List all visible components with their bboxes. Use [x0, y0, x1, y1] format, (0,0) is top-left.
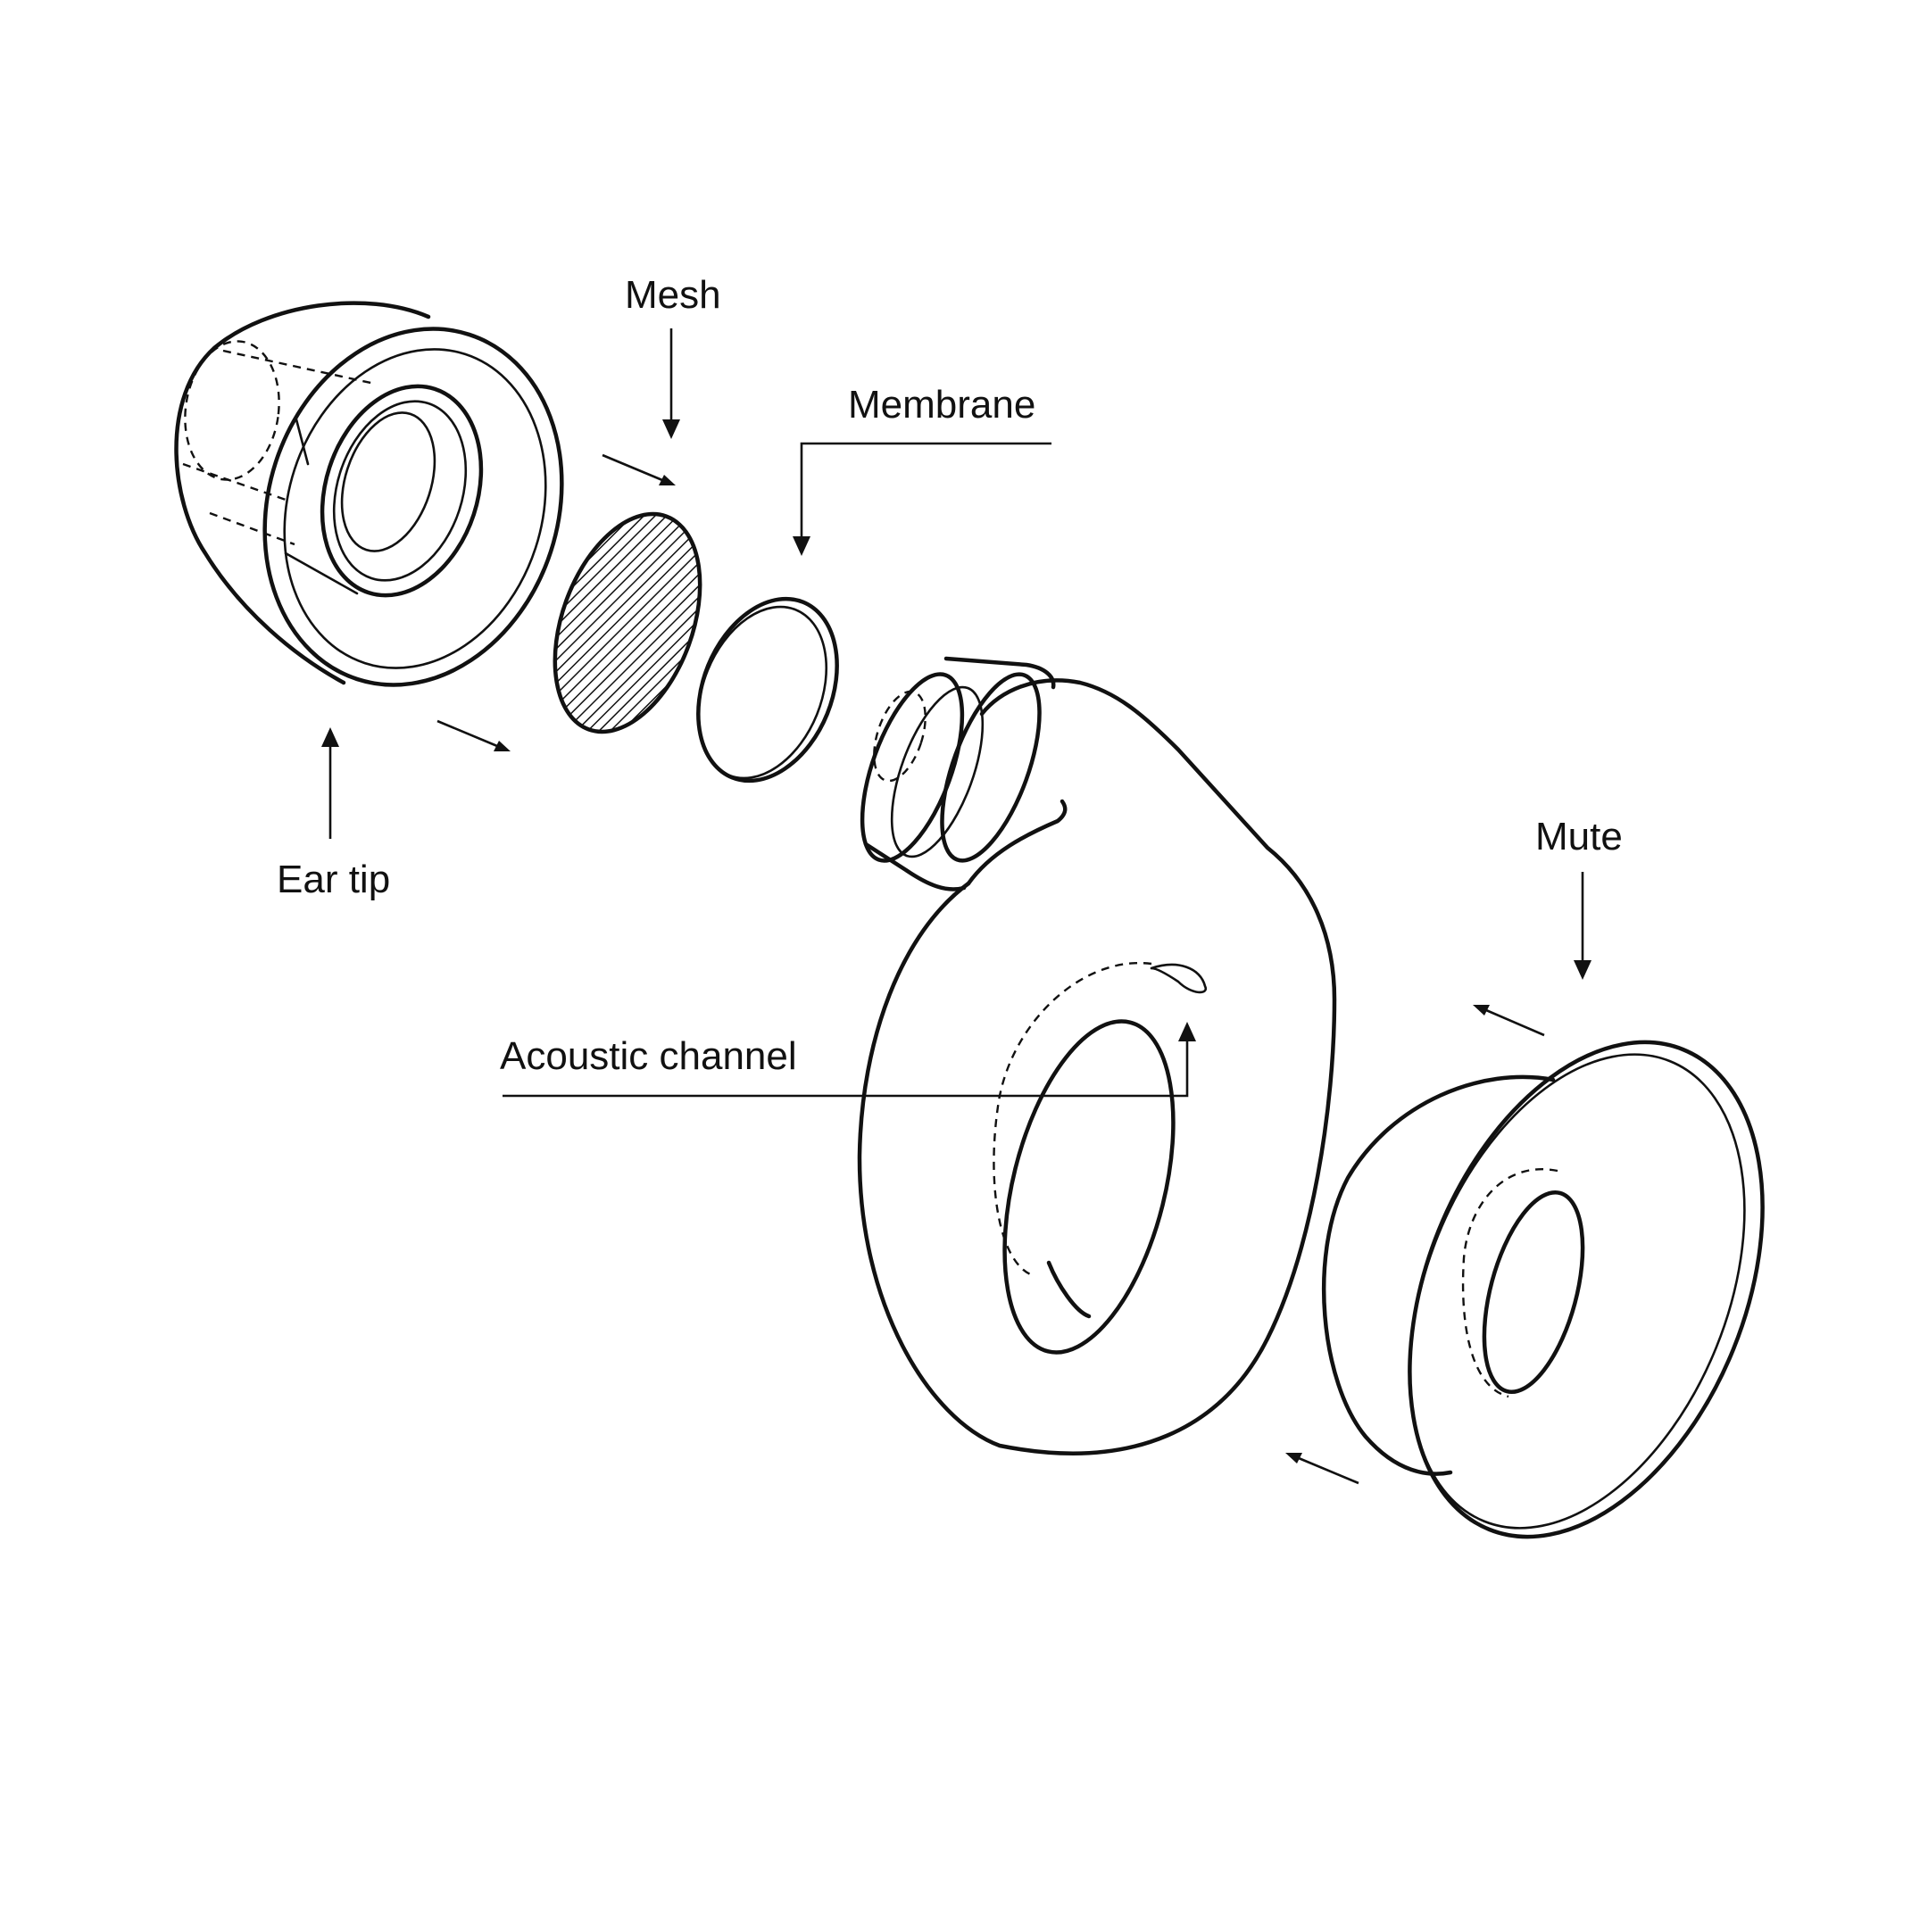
callout-acoustic-channel: Acoustic channel [500, 1022, 1196, 1098]
label-mesh: Mesh [625, 273, 721, 317]
arrow-mute-to-body-upper [1473, 1005, 1545, 1037]
callout-membrane: Membrane [793, 383, 1051, 556]
arrow-mute-to-body-lower [1285, 1453, 1359, 1485]
arrow-eartip-to-mesh-upper [602, 453, 676, 485]
label-acoustic-channel: Acoustic channel [500, 1034, 797, 1078]
mute-part [1322, 1040, 1765, 1539]
label-membrane: Membrane [848, 383, 1035, 427]
arrow-eartip-to-mesh-lower [436, 719, 511, 751]
callout-ear-tip: Ear tip [277, 727, 390, 901]
ear-tip-part [174, 301, 564, 687]
label-mute: Mute [1535, 815, 1623, 858]
callout-mesh: Mesh [625, 273, 721, 439]
body-part [857, 656, 1337, 1455]
label-ear-tip: Ear tip [277, 858, 390, 901]
membrane-part [696, 596, 839, 784]
assembly-arrows [436, 453, 1545, 1485]
callout-mute: Mute [1535, 815, 1623, 980]
